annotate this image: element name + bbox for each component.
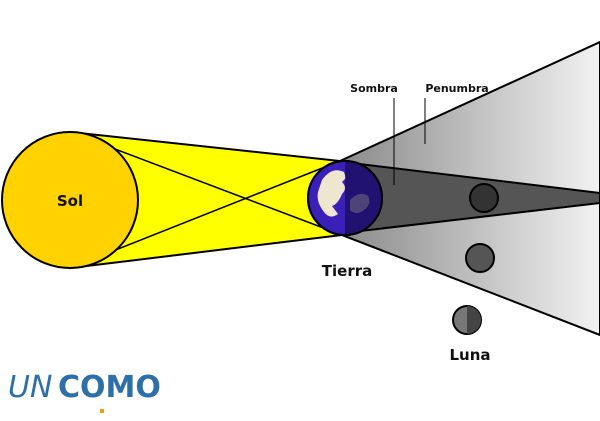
sun-label: Sol xyxy=(57,192,83,210)
uncomo-logo: UN COMO xyxy=(8,370,161,413)
earth-label: Tierra xyxy=(322,262,372,280)
svg-text:UN: UN xyxy=(8,370,52,405)
penumbra-label: Penumbra xyxy=(425,82,488,95)
sun xyxy=(1,131,139,269)
earth xyxy=(307,160,383,236)
moon-in-penumbra xyxy=(465,243,495,273)
moon-in-umbra xyxy=(469,183,499,213)
moon-label: Luna xyxy=(449,346,490,364)
umbra-label: Sombra xyxy=(350,82,398,95)
svg-text:COMO: COMO xyxy=(58,370,161,405)
